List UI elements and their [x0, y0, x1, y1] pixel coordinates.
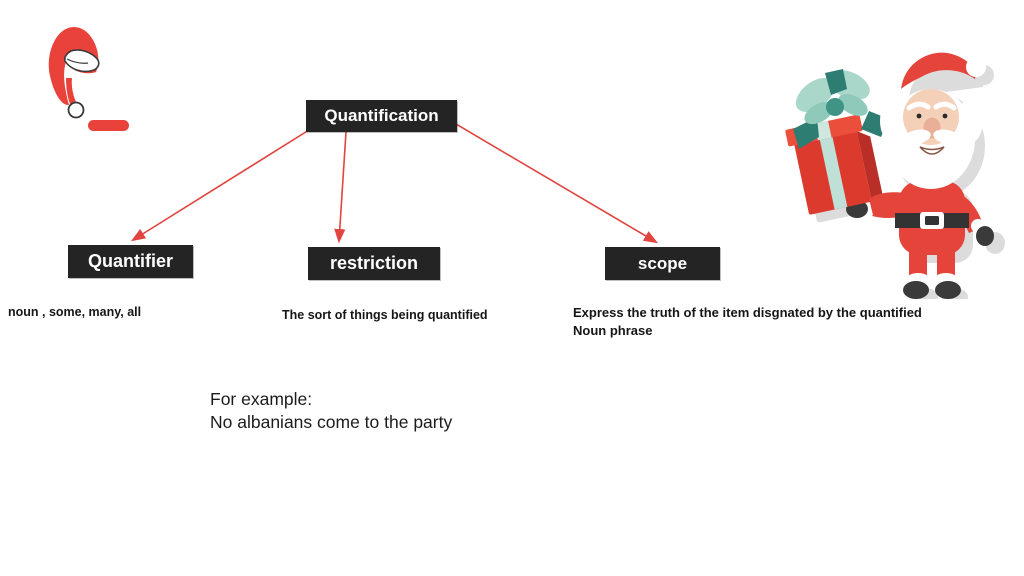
example-text: For example: No albanians come to the pa…	[210, 388, 452, 434]
arrow-to-restriction	[334, 131, 347, 244]
santa-claus-icon	[785, 52, 1005, 306]
scope-label: scope	[637, 253, 688, 273]
example-line-1: For example:	[210, 389, 313, 409]
arrow-to-scope	[455, 123, 659, 244]
scope-description-line-1: Express the truth of the item disgnated …	[573, 305, 922, 320]
santa-hat-image	[40, 18, 140, 138]
santa-claus-image	[773, 33, 1015, 306]
quantifier-description: noun , some, many, all	[8, 305, 142, 319]
quantification-node: Quantification	[306, 100, 457, 132]
restriction-label: restriction	[329, 253, 419, 273]
scope-description-line-2: Noun phrase	[573, 323, 653, 338]
quantification-label: Quantification	[324, 106, 439, 125]
arrow-to-quantifier	[130, 129, 310, 242]
restriction-node: restriction	[308, 247, 440, 280]
red-dash-decoration	[88, 120, 129, 131]
restriction-description: The sort of things being quantified	[282, 308, 488, 322]
scope-node: scope	[605, 247, 720, 280]
scope-description: Express the truth of the item disgnated …	[573, 304, 993, 340]
example-line-2: No albanians come to the party	[210, 412, 453, 432]
quantifier-node: Quantifier	[68, 245, 193, 278]
quantifier-label: Quantifier	[87, 251, 173, 271]
santa-hat-icon	[48, 27, 100, 119]
